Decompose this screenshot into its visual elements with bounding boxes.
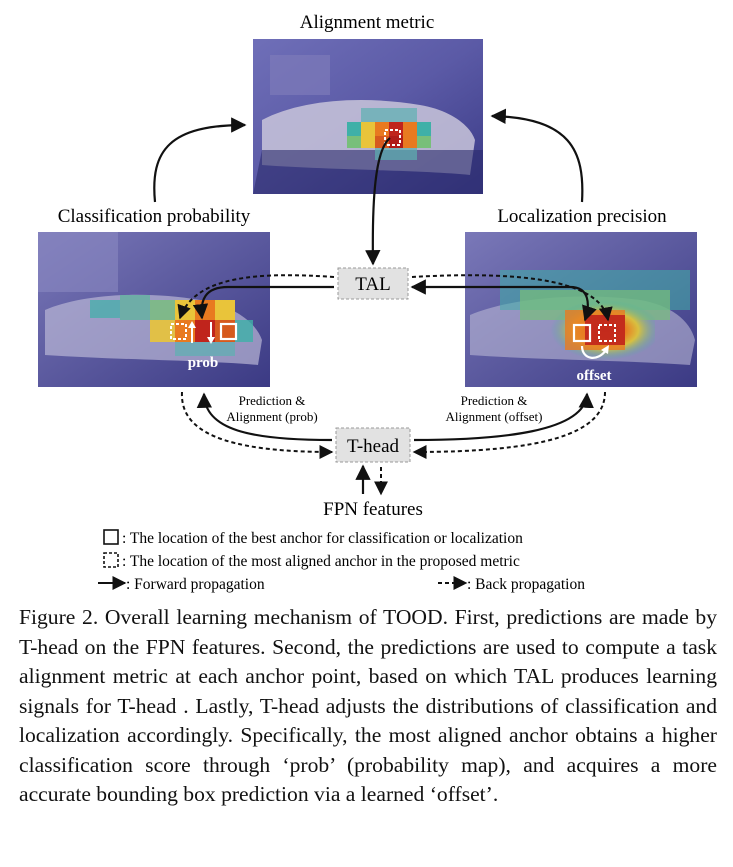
arrow-loc-to-thead-back (412, 391, 606, 459)
arrow-alignment-to-tal (365, 137, 391, 266)
arrow-tal-to-cls-back (177, 274, 335, 320)
left-edge-label-line1: Prediction & (239, 393, 306, 408)
classification-probability-image: prob (38, 232, 270, 387)
aligned-anchor-marker-left (170, 323, 187, 340)
arrow-cls-to-thead-back (180, 391, 334, 459)
arrow-thead-to-cls-forward (196, 392, 333, 442)
aligned-anchor-marker-right (598, 324, 616, 342)
tood-mechanism-diagram: Alignment metric Classification probabil… (38, 12, 697, 593)
arrow-tal-to-loc-forward (410, 279, 597, 322)
fpn-features-label: FPN features (323, 499, 423, 520)
most-aligned-anchor-marker (384, 129, 401, 146)
alignment-metric-title: Alignment metric (300, 12, 435, 33)
best-anchor-marker-right (572, 323, 592, 343)
legend-aligned-anchor: : The location of the most aligned ancho… (122, 553, 520, 570)
legend-forward: : Forward propagation (126, 576, 265, 593)
legend-best-anchor: : The location of the best anchor for cl… (122, 530, 523, 547)
tal-label: TAL (355, 274, 390, 295)
left-edge-label-line2: Alignment (prob) (226, 409, 317, 424)
thead-label: T-head (347, 436, 400, 457)
alignment-metric-image (253, 39, 483, 194)
legend-solid-square-icon (103, 529, 119, 545)
prob-label: prob (188, 355, 219, 371)
legend: : The location of the best anchor for cl… (98, 529, 585, 593)
right-edge-label-line2: Alignment (offset) (446, 409, 543, 424)
localization-precision-title: Localization precision (497, 206, 667, 227)
figure-caption: Figure 2. Overall learning mechanism of … (19, 605, 717, 806)
classification-probability-title: Classification probability (58, 206, 251, 227)
arrow-tal-to-cls-forward (192, 285, 334, 320)
thead-box: T-head (335, 427, 411, 463)
tal-box: TAL (337, 267, 409, 300)
best-anchor-marker-left (219, 322, 238, 341)
arrow-thead-to-loc-forward (413, 392, 594, 442)
legend-dashed-square-icon (103, 552, 119, 568)
offset-label: offset (577, 368, 612, 384)
arrow-cls-to-alignment (153, 117, 247, 203)
arrow-tal-to-loc-back (411, 274, 613, 322)
arrow-loc-to-alignment (490, 108, 584, 203)
right-edge-label-line1: Prediction & (461, 393, 528, 408)
localization-precision-image: offset (465, 232, 697, 387)
legend-back: : Back propagation (467, 576, 585, 593)
